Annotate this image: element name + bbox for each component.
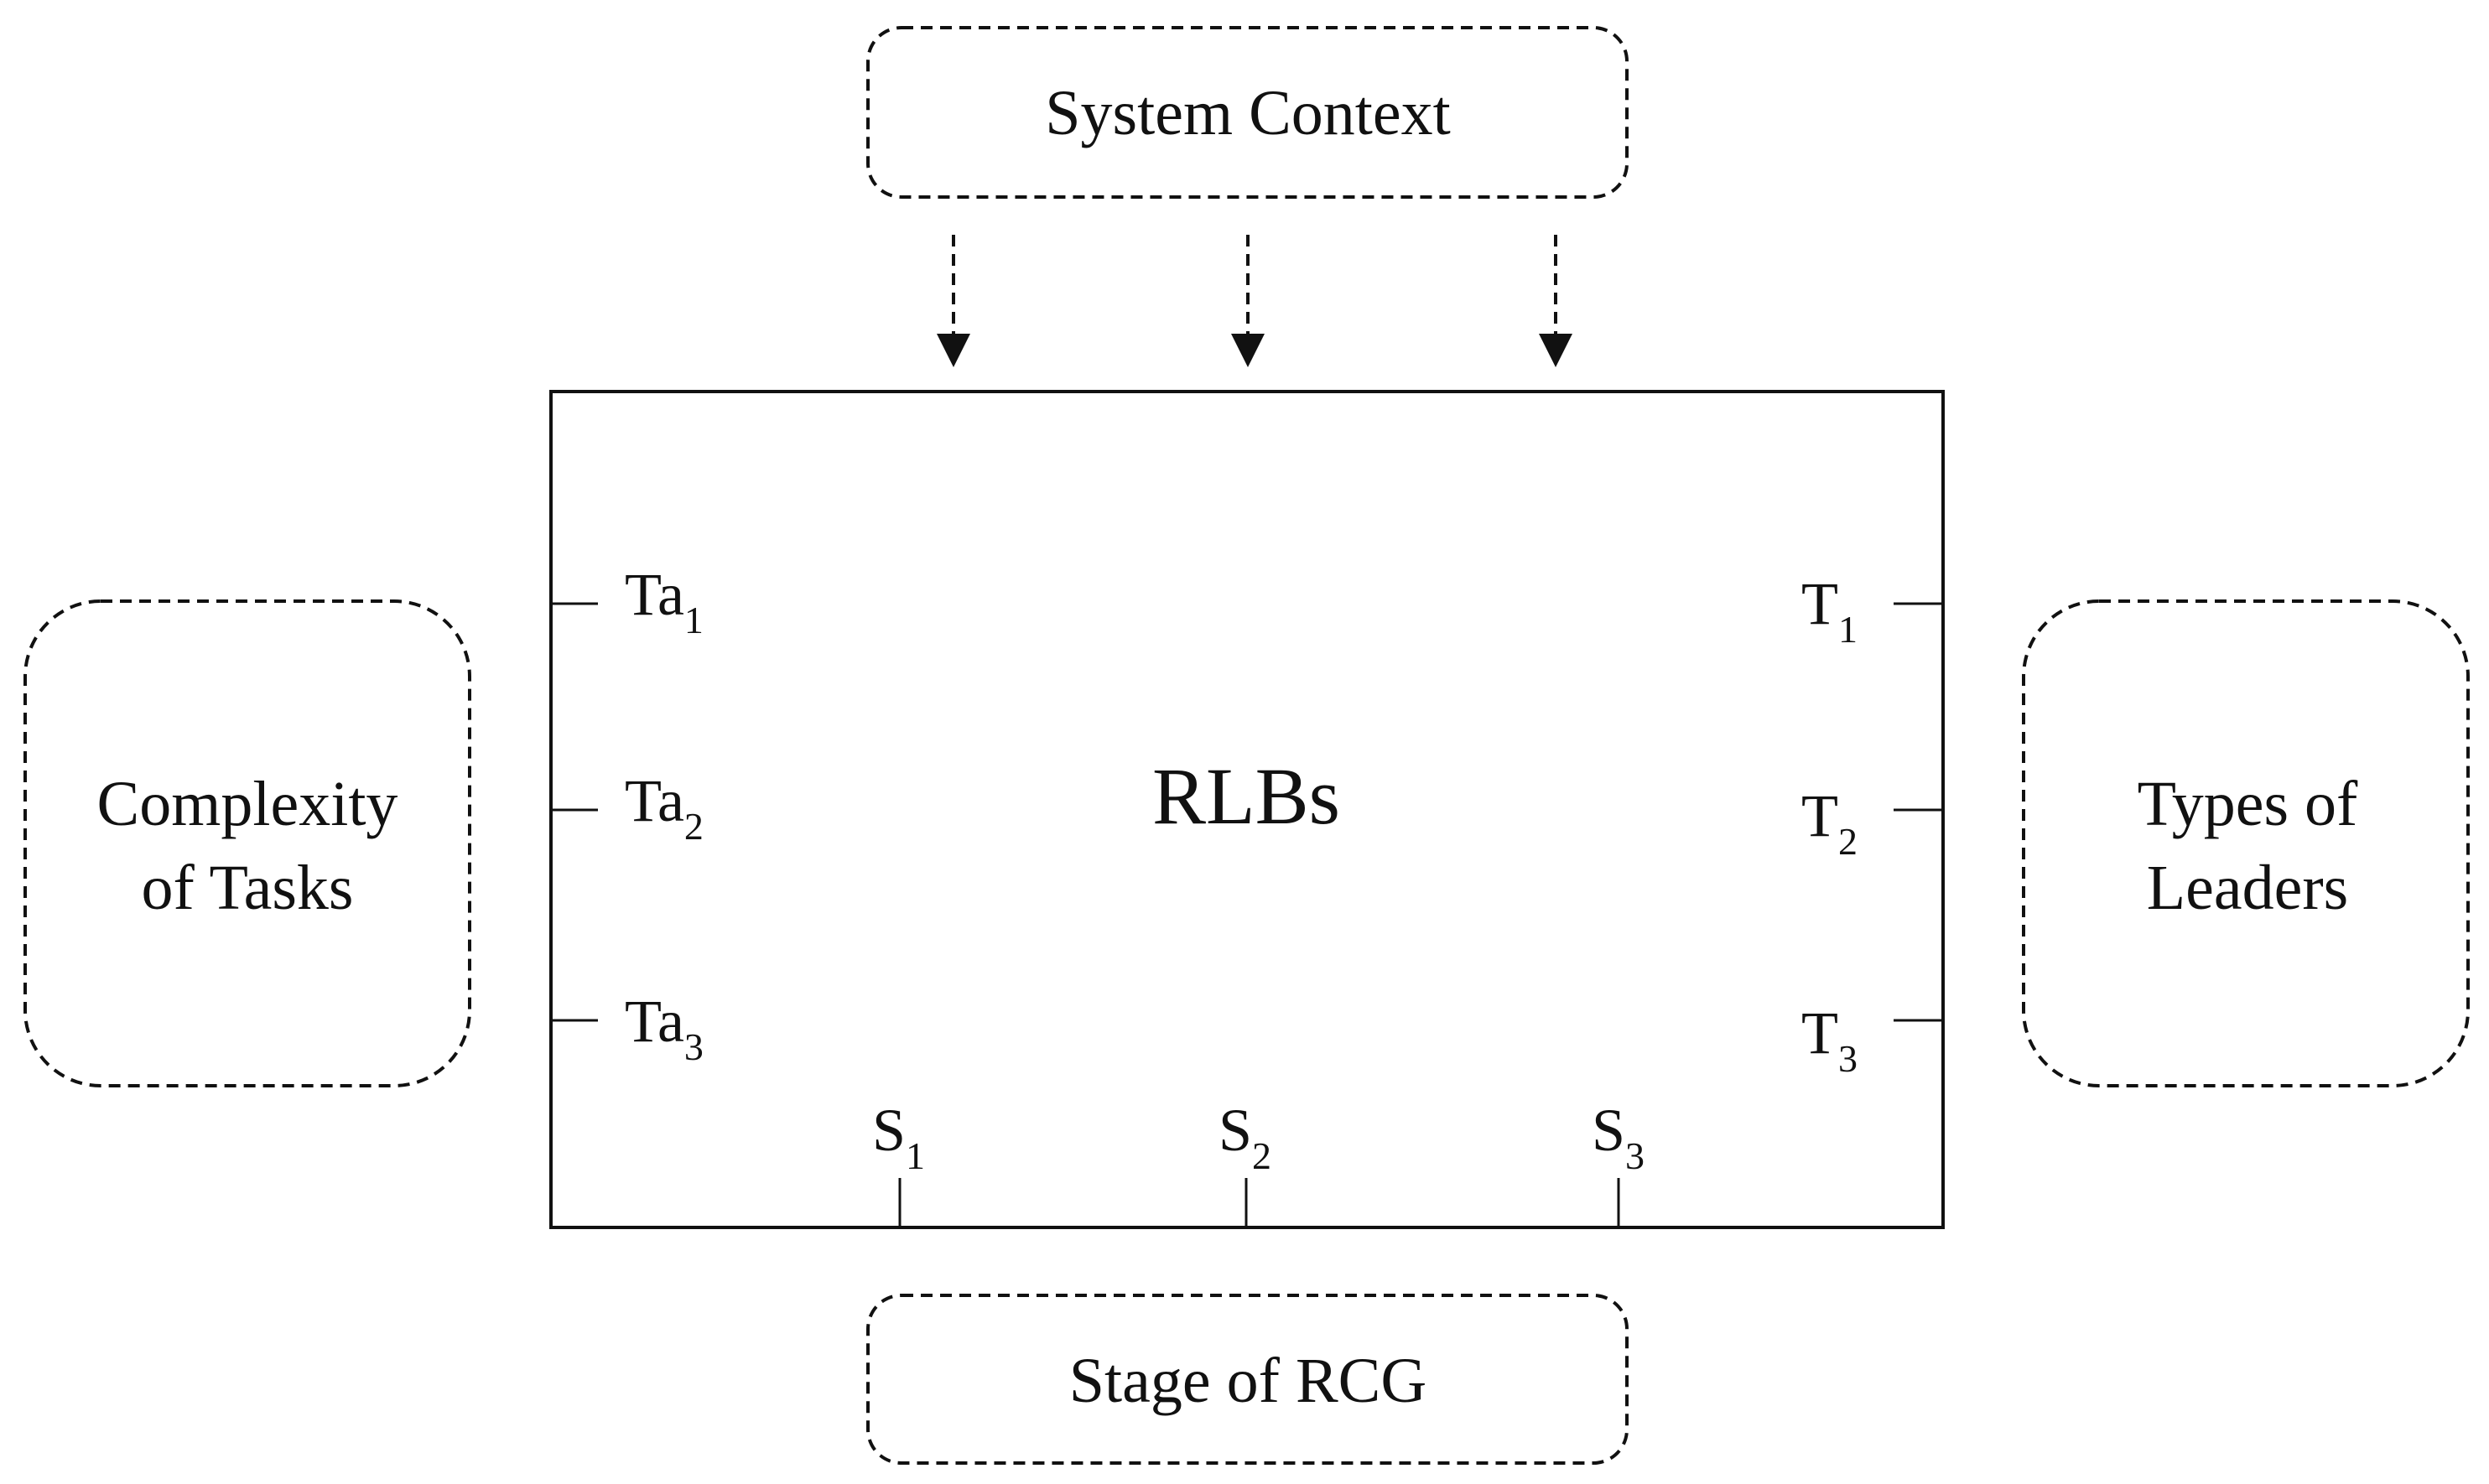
bottom-markers: S1 S2 S3 <box>872 1097 1645 1227</box>
rlbs-label: RLBs <box>1152 751 1340 841</box>
bottom-marker-2: S2 <box>1219 1097 1271 1177</box>
complexity-line2: of Tasks <box>142 853 354 923</box>
context-arrows <box>937 235 1572 367</box>
left-marker-3: Ta3 <box>625 988 704 1068</box>
system-context-label: System Context <box>1045 78 1450 148</box>
complexity-line1: Complexity <box>97 769 398 839</box>
stage-box: Stage of RCG <box>866 1294 1629 1465</box>
leaders-line1: Types of <box>2138 769 2358 839</box>
leaders-line2: Leaders <box>2147 853 2349 923</box>
right-marker-2: T2 <box>1801 782 1858 863</box>
system-context-box: System Context <box>866 26 1629 199</box>
complexity-box: Complexity of Tasks <box>23 599 471 1087</box>
left-marker-2: Ta2 <box>625 767 704 848</box>
bottom-marker-1: S1 <box>872 1097 925 1177</box>
stage-label: Stage of RCG <box>1069 1346 1426 1416</box>
right-marker-1: T1 <box>1801 570 1858 651</box>
left-markers: Ta1 Ta2 Ta3 <box>551 561 704 1068</box>
bottom-marker-3: S3 <box>1592 1097 1645 1177</box>
right-marker-3: T3 <box>1801 999 1858 1080</box>
leaders-box: Types of Leaders <box>2022 599 2470 1087</box>
left-marker-1: Ta1 <box>625 561 704 641</box>
right-markers: T1 T2 T3 <box>1801 570 1943 1080</box>
